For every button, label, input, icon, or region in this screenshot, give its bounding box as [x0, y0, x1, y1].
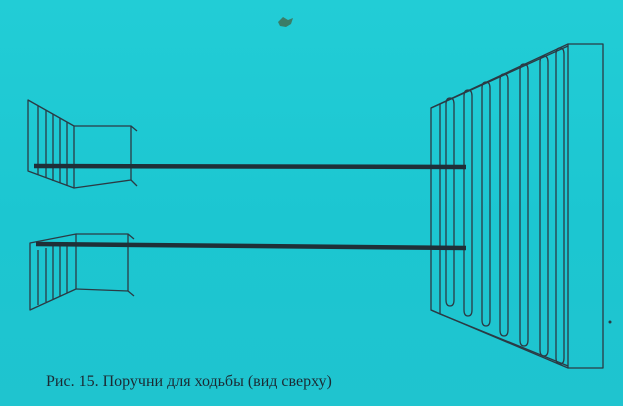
left-lower-bracket	[29, 233, 135, 311]
ink-speck	[278, 17, 293, 27]
lower-handrail	[35, 241, 467, 251]
margin-dot	[608, 320, 612, 324]
upper-handrail	[33, 163, 467, 170]
right-support-panel	[430, 43, 604, 369]
figure-caption: Рис. 15. Поручни для ходьбы (вид сверху)	[46, 373, 332, 390]
left-upper-bracket	[27, 99, 138, 189]
